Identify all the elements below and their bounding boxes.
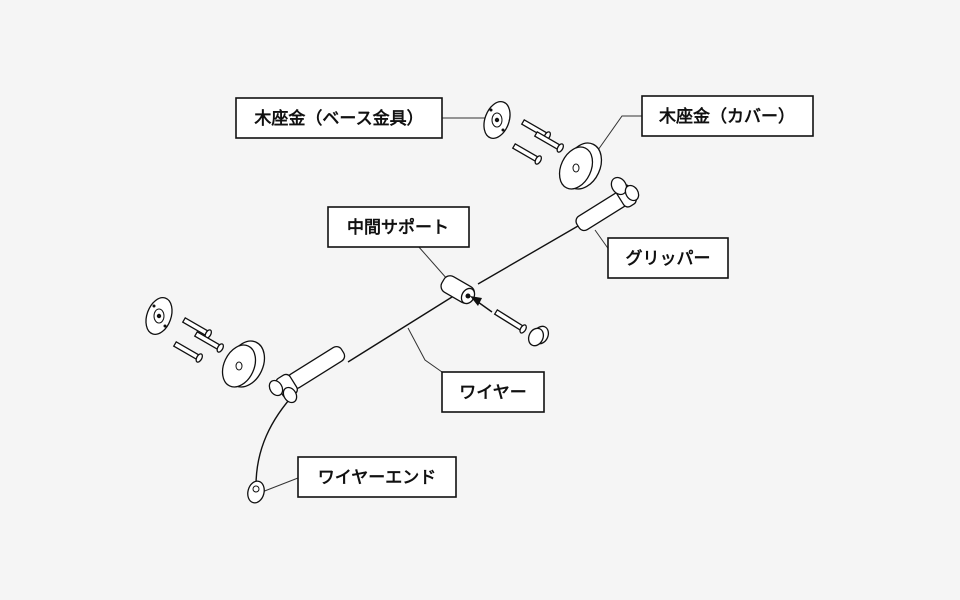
svg-text:ワイヤーエンド: ワイヤーエンド	[318, 468, 437, 488]
cover-left	[221, 340, 266, 388]
svg-text:グリッパー: グリッパー	[626, 248, 711, 269]
label-middle-support: 中間サポート	[327, 206, 470, 248]
gripper-left	[268, 345, 346, 404]
label-wire: ワイヤー	[441, 371, 545, 413]
leader-wire	[407, 327, 443, 373]
label-base-plate: 木座金（ベース金具）	[235, 97, 443, 139]
svg-text:木座金（ベース金具）: 木座金（ベース金具）	[253, 108, 423, 129]
label-gripper: グリッパー	[607, 237, 729, 279]
wire-end	[247, 480, 265, 504]
wire	[255, 225, 579, 487]
svg-text:ワイヤー: ワイヤー	[459, 383, 527, 403]
svg-text:木座金（カバー）: 木座金（カバー）	[658, 106, 795, 127]
cover-top	[558, 142, 603, 190]
leader-middle-support	[417, 245, 449, 281]
label-wire-end: ワイヤーエンド	[297, 456, 457, 498]
base-plate-left	[145, 297, 173, 335]
screws-left	[172, 316, 225, 363]
middle-support	[440, 275, 550, 347]
gripper-top	[575, 176, 640, 232]
leader-wire-end	[261, 477, 299, 493]
svg-text:中間サポート: 中間サポート	[347, 217, 449, 238]
base-plate-top	[483, 101, 511, 139]
screws-top	[511, 118, 565, 165]
label-cover: 木座金（カバー）	[641, 95, 814, 137]
leader-cover	[597, 115, 642, 151]
